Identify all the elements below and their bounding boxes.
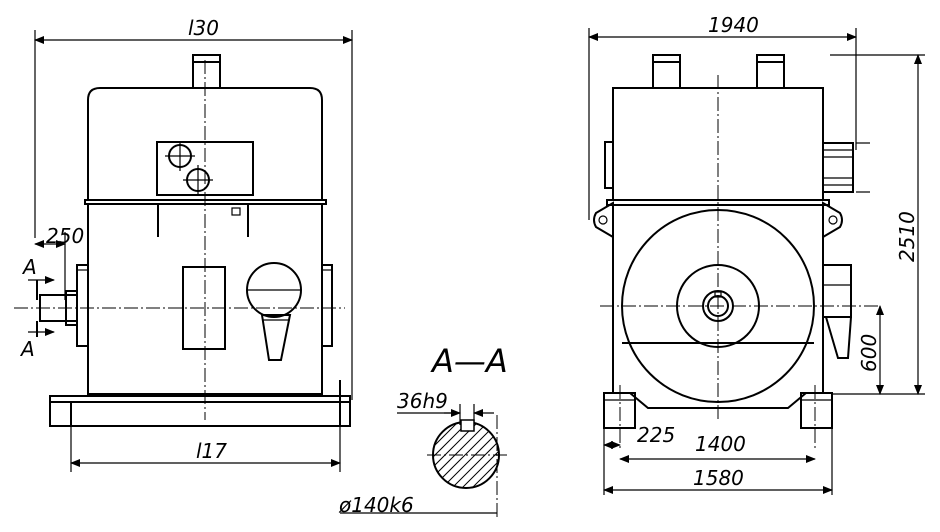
- dim-label-1400: 1400: [695, 432, 746, 456]
- keyway: [460, 419, 475, 432]
- end-shield-right: [321, 264, 333, 347]
- side-cooler: [822, 264, 852, 318]
- section-mark-a-top: A: [21, 255, 37, 279]
- dim-label-225: 225: [637, 423, 675, 447]
- base-frame: [49, 395, 351, 427]
- dim-label-250: 250: [46, 224, 84, 248]
- dim-label-2510: 2510: [895, 211, 919, 262]
- key-dim-label: 36h9: [397, 389, 448, 413]
- dim-label-l17: l17: [196, 439, 227, 463]
- dim-label-1940: 1940: [708, 13, 759, 37]
- top-stack: [192, 54, 221, 89]
- top-stack-right: [756, 54, 785, 89]
- foot-right: [800, 392, 833, 429]
- section-view: A—A 36h9 ø140k6: [338, 342, 508, 520]
- dim-label-600: 600: [857, 334, 881, 372]
- dim-label-l30: l30: [188, 16, 219, 40]
- side-view: 1940: [588, 13, 925, 495]
- lifting-lug-right: [822, 201, 843, 239]
- side-flange: [606, 199, 830, 206]
- end-shield-left: [76, 264, 89, 347]
- shaft-dim-label: ø140k6: [338, 493, 414, 517]
- pulley-coupling: [822, 142, 854, 193]
- dim-label-1580: 1580: [693, 466, 744, 490]
- lifting-lug-left: [593, 201, 614, 239]
- top-stack-left: [652, 54, 681, 89]
- front-view: l30: [14, 16, 353, 472]
- section-mark-a-bottom: A: [19, 337, 35, 361]
- section-title: A—A: [430, 342, 508, 380]
